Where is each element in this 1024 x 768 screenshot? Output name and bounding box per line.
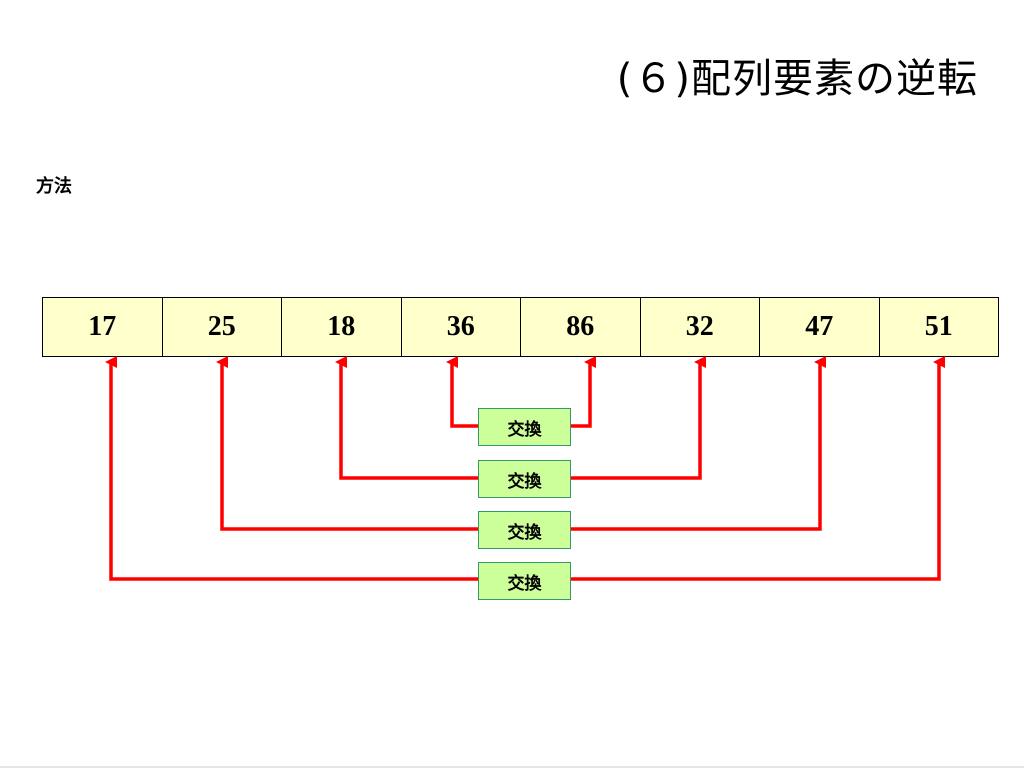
- swap-box-4: 交換: [478, 562, 571, 600]
- array-cell-4: 86: [521, 298, 641, 356]
- method-label: 方法: [36, 176, 72, 197]
- swap-connector-3: [216, 356, 478, 531]
- swap-connector-1: [446, 356, 478, 428]
- swap-connector-1b: [571, 356, 596, 428]
- swap-connector-3b: [571, 356, 826, 531]
- array-cell-0: 17: [43, 298, 163, 356]
- array-cell-1: 25: [163, 298, 282, 356]
- array-row: 17 25 18 36 86 32 47 51: [42, 297, 999, 357]
- slide-title: (６)配列要素の逆転: [616, 56, 978, 102]
- array-cell-7: 51: [924, 311, 953, 342]
- swap-box-3: 交換: [478, 511, 571, 549]
- swap-connector-2b: [571, 356, 706, 480]
- swap-box-1: 交換: [478, 408, 571, 446]
- swap-connector-2: [335, 356, 478, 480]
- swap-box-2: 交換: [478, 460, 571, 498]
- bottom-divider: [0, 766, 1024, 768]
- array-cell-6: 47: [760, 298, 880, 356]
- swap-connector-4: [105, 356, 478, 581]
- swap-connector-4b: [571, 356, 945, 581]
- array-cell-5: 32: [641, 298, 760, 356]
- array-cell-3: 36: [402, 298, 521, 356]
- array-cell-2: 18: [282, 298, 402, 356]
